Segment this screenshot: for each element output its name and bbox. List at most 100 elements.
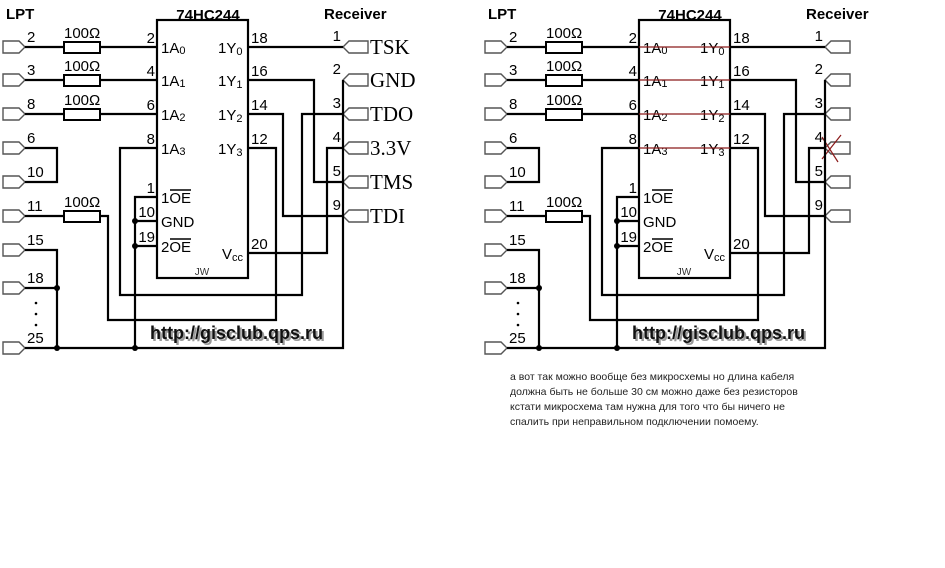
resistor-label: 100Ω: [546, 58, 582, 75]
chip-pin-number: 8: [147, 131, 155, 148]
wire-1Y3-to-lpt11: [582, 146, 760, 322]
resistor-label: 100Ω: [64, 25, 100, 42]
chip-pin-name: 1Y3: [700, 141, 724, 159]
receiver-signal-label: TDI: [370, 204, 405, 228]
lpt-connector-pin: [2, 341, 26, 355]
chip-pin-name: 1Y1: [700, 73, 724, 91]
lpt-connector-pin: [484, 40, 508, 54]
note-line: должна быть не больше 30 см можно даже б…: [510, 386, 798, 398]
receiver-signal-label: TMS: [370, 170, 413, 194]
lpt-connector-pin: [484, 341, 508, 355]
lpt-connector-pin: [484, 243, 508, 257]
chip-pin-name: 2OE: [161, 239, 191, 256]
lpt-connector-pin: [2, 141, 26, 155]
receiver-pin-number: 2: [333, 61, 341, 78]
resistor: [63, 74, 101, 87]
resistor: [545, 108, 583, 121]
note-line: спалить при неправильном подключении пом…: [510, 416, 759, 428]
lpt-pin-number: 11: [509, 198, 525, 215]
receiver-pin-number: 5: [815, 163, 823, 180]
lpt-title: LPT: [6, 6, 34, 23]
lpt-connector-pin: [2, 209, 26, 223]
chip-pin-number: 18: [733, 30, 750, 47]
wire-1A3-to-receiver-tdo: [600, 112, 825, 297]
chip-pin-name: 1A3: [643, 141, 667, 158]
receiver-pin-number: 9: [815, 197, 823, 214]
chip-pin-name: Vcc: [704, 246, 726, 264]
receiver-signal-label: TSK: [370, 35, 410, 59]
wire-loop-6-10: [507, 146, 541, 184]
resistor-label: 100Ω: [546, 194, 582, 211]
receiver-pin-number: 1: [815, 28, 823, 45]
chip-pin-name: 1Y1: [218, 73, 242, 91]
chip-pin-number: 14: [733, 97, 750, 114]
chip-pin-name: 1Y2: [218, 107, 242, 125]
ellipsis-dot: [516, 312, 520, 316]
chip-pin-number: 1: [629, 180, 637, 197]
wire-1Y2-to-tdi: [730, 112, 825, 218]
lpt-pin-number: 15: [27, 232, 44, 249]
url-watermark-shadow: http://gisclub.qps.ru: [152, 325, 325, 345]
resistor: [63, 41, 101, 54]
chip-pin-name: 1OE: [643, 190, 673, 207]
receiver-connector-pin: [342, 141, 369, 155]
chip-pin-number: 14: [251, 97, 268, 114]
junction-dot: [132, 218, 138, 224]
lpt-connector-pin: [2, 107, 26, 121]
chip-pin-name: GND: [161, 214, 195, 231]
lpt-connector-pin: [484, 281, 508, 295]
receiver-title: Receiver: [324, 6, 387, 23]
wire-1Y3-to-lpt11: [100, 146, 278, 322]
receiver-title: Receiver: [806, 6, 869, 23]
chip-pin-name: 1Y0: [218, 40, 242, 58]
lpt-connector-pin: [2, 175, 26, 189]
ellipsis-dot: [516, 323, 520, 327]
resistor: [63, 108, 101, 121]
chip-pin-number: 6: [147, 97, 155, 114]
chip-pin-name: GND: [643, 214, 677, 231]
receiver-connector-pin: [824, 209, 851, 223]
lpt-pin-number: 18: [27, 270, 44, 287]
receiver-pin-number: 3: [333, 95, 341, 112]
receiver-connector-pin: [824, 107, 851, 121]
lpt-connector-pin: [2, 73, 26, 87]
lpt-connector-pin: [2, 243, 26, 257]
chip-pin-name: 1A0: [643, 40, 667, 57]
resistor-label: 100Ω: [64, 92, 100, 109]
chip-pin-name: 1A2: [161, 107, 185, 124]
chip-pin-number: 8: [629, 131, 637, 148]
lpt-connector-pin: [484, 107, 508, 121]
chip-pin-number: 1: [147, 180, 155, 197]
lpt-connector-pin: [2, 281, 26, 295]
chip-pin-name: 1A2: [643, 107, 667, 124]
lpt-pin-number: 11: [27, 198, 43, 215]
resistor: [545, 210, 583, 223]
lpt-pin-number: 3: [27, 62, 35, 79]
resistor-label: 100Ω: [546, 25, 582, 42]
resistor: [545, 74, 583, 87]
lpt-pin-number: 15: [509, 232, 526, 249]
junction-dot: [54, 285, 60, 291]
wire-1Y1-to-tms: [730, 78, 825, 184]
wire-gnd-to-receiver: [507, 80, 827, 350]
chip-pin-number: 4: [629, 63, 637, 80]
lpt-pin-number: 10: [509, 164, 526, 181]
lpt-connector-pin: [484, 209, 508, 223]
wire-loop-6-10: [25, 146, 59, 184]
chip-pin-name: 1A1: [161, 73, 185, 90]
receiver-connector-pin: [342, 73, 369, 87]
junction-dot: [614, 345, 620, 351]
receiver-pin-number: 5: [333, 163, 341, 180]
lpt-pin-number: 25: [27, 330, 44, 347]
junction-dot: [614, 218, 620, 224]
wire-vcc-to-3v3: [730, 146, 825, 255]
ellipsis-dot: [34, 301, 38, 305]
wire-gnd-to-receiver: [25, 80, 345, 350]
chip-pin-number: 19: [620, 229, 637, 246]
receiver-connector-pin: [824, 73, 851, 87]
comment-note: а вот так можно вообще без микросхемы но…: [510, 370, 840, 430]
url-watermark-shadow: http://gisclub.qps.ru: [634, 325, 807, 345]
chip-pin-number: 12: [733, 131, 750, 148]
